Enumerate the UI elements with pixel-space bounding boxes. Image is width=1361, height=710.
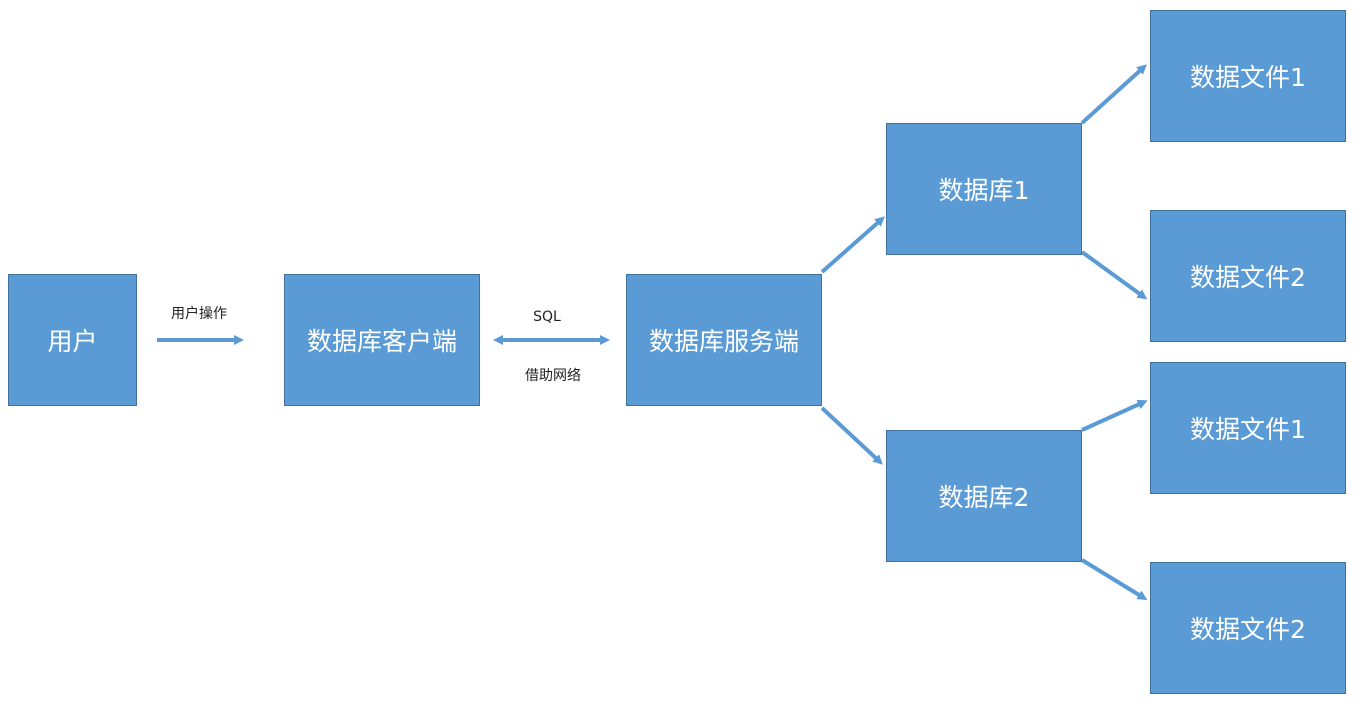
arrow-db2-to-datafile2 <box>1080 558 1148 601</box>
node-db-server: 数据库服务端 <box>626 274 822 406</box>
node-db-client: 数据库客户端 <box>284 274 480 406</box>
node-db1-datafile1: 数据文件1 <box>1150 10 1346 142</box>
node-db1-datafile2: 数据文件2 <box>1150 210 1346 342</box>
node-db2-datafile1: 数据文件1 <box>1150 362 1346 494</box>
edge-label-sql: SQL <box>533 309 561 325</box>
edge-label-via-network: 借助网络 <box>525 368 581 384</box>
node-user: 用户 <box>8 274 137 406</box>
arrow-server-to-db2 <box>820 406 883 465</box>
arrow-db1-to-datafile1 <box>1080 64 1147 125</box>
arrow-db2-to-datafile1 <box>1081 399 1148 432</box>
node-db2-datafile2: 数据文件2 <box>1150 562 1346 694</box>
node-db2: 数据库2 <box>886 430 1082 562</box>
arrow-server-to-db1 <box>820 216 885 274</box>
arrow-db1-to-datafile2 <box>1080 250 1148 300</box>
edge-label-user-operation: 用户操作 <box>171 306 227 322</box>
node-db1: 数据库1 <box>886 123 1082 255</box>
